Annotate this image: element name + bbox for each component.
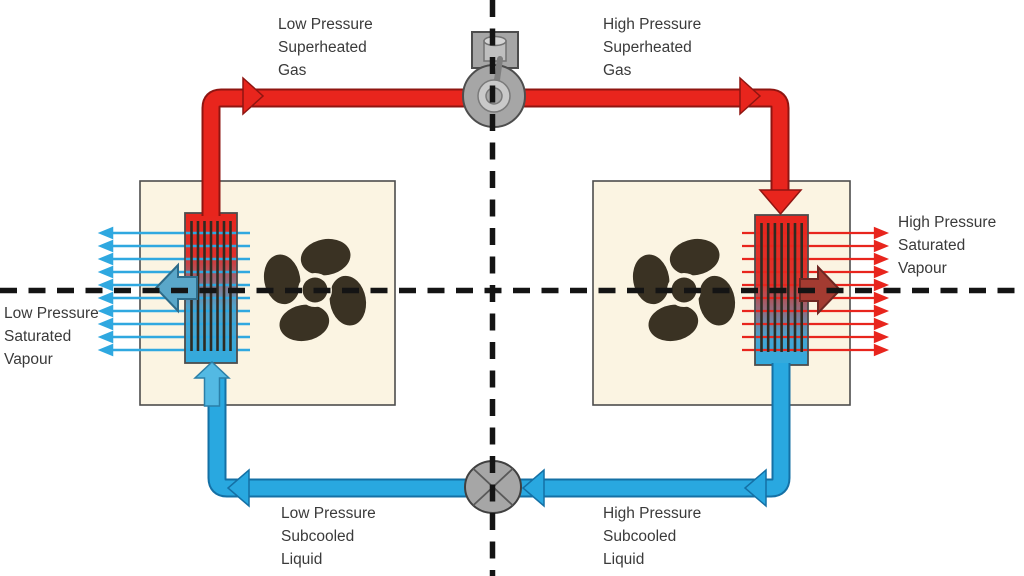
compressor-icon	[462, 31, 526, 128]
label-high-pressure-saturated-vapour: High Pressure Saturated Vapour	[898, 214, 997, 277]
label-high-pressure-subcooled-liquid: High Pressure Subcooled Liquid	[603, 505, 702, 568]
hot-pipe-arrowheads	[242, 76, 803, 216]
label-high-pressure-superheated-gas: High Pressure Superheated Gas	[603, 16, 702, 79]
cold-pipe-arrowheads	[193, 360, 767, 508]
evaporator-coil-tubes	[190, 221, 232, 351]
condenser-coil-tubes	[760, 223, 804, 352]
label-low-pressure-subcooled-liquid: Low Pressure Subcooled Liquid	[281, 505, 376, 568]
label-low-pressure-superheated-gas: Low Pressure Superheated Gas	[278, 16, 373, 79]
label-low-pressure-saturated-vapour: Low Pressure Saturated Vapour	[4, 305, 99, 368]
